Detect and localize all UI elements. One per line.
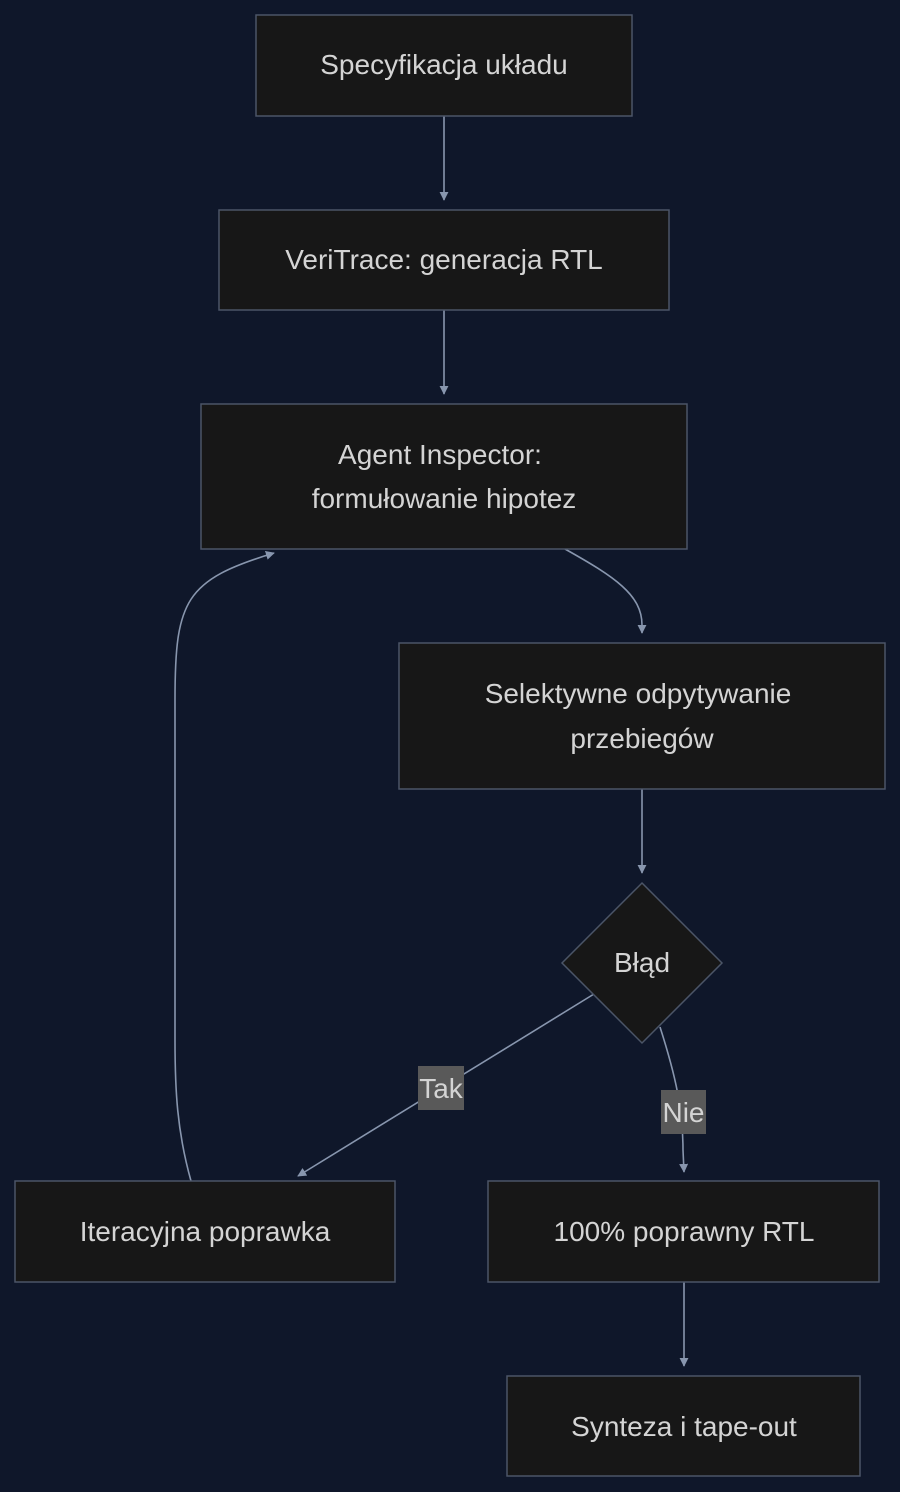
node-spec-label: Specyfikacja układu [320, 49, 567, 80]
edge-fix-to-inspector [174, 551, 275, 1182]
node-error: Błąd [560, 881, 724, 1045]
edge-inspector-to-query [564, 548, 647, 634]
node-inspector-label-line2: formułowanie hipotez [312, 483, 577, 514]
node-fix: Iteracyjna poprawka [14, 1180, 396, 1283]
node-synth-box [506, 1375, 861, 1477]
node-synth: Synteza i tape-out [506, 1375, 861, 1477]
node-synth-label: Synteza i tape-out [571, 1411, 797, 1442]
node-fix-label: Iteracyjna poprawka [80, 1216, 331, 1247]
edge-label-no: Nie [661, 1090, 706, 1134]
node-error-label: Błąd [614, 947, 670, 978]
edge-label-no-text: Nie [662, 1097, 704, 1128]
node-query: Selektywne odpytywanie przebiegów [398, 642, 886, 790]
node-fix-box [14, 1180, 396, 1283]
node-inspector: Agent Inspector: formułowanie hipotez [200, 403, 688, 550]
node-veritrace-box [218, 209, 670, 311]
node-correct-label: 100% poprawny RTL [554, 1216, 815, 1247]
node-inspector-box [200, 403, 688, 550]
edge-label-yes: Tak [418, 1066, 464, 1110]
node-correct: 100% poprawny RTL [487, 1180, 880, 1283]
edge-label-yes-text: Tak [419, 1073, 464, 1104]
node-spec-box [255, 14, 633, 117]
node-query-label-line1: Selektywne odpytywanie [485, 678, 792, 709]
edge-label-yes-bg [418, 1066, 464, 1110]
node-veritrace-label: VeriTrace: generacja RTL [285, 244, 603, 275]
node-correct-box [487, 1180, 880, 1283]
node-query-label-line2: przebiegów [570, 723, 714, 754]
node-error-diamond [560, 881, 724, 1045]
edge-label-no-bg [661, 1090, 706, 1134]
node-inspector-label-line1: Agent Inspector: [338, 439, 542, 470]
node-veritrace: VeriTrace: generacja RTL [218, 209, 670, 311]
node-query-box [398, 642, 886, 790]
node-spec: Specyfikacja układu [255, 14, 633, 117]
